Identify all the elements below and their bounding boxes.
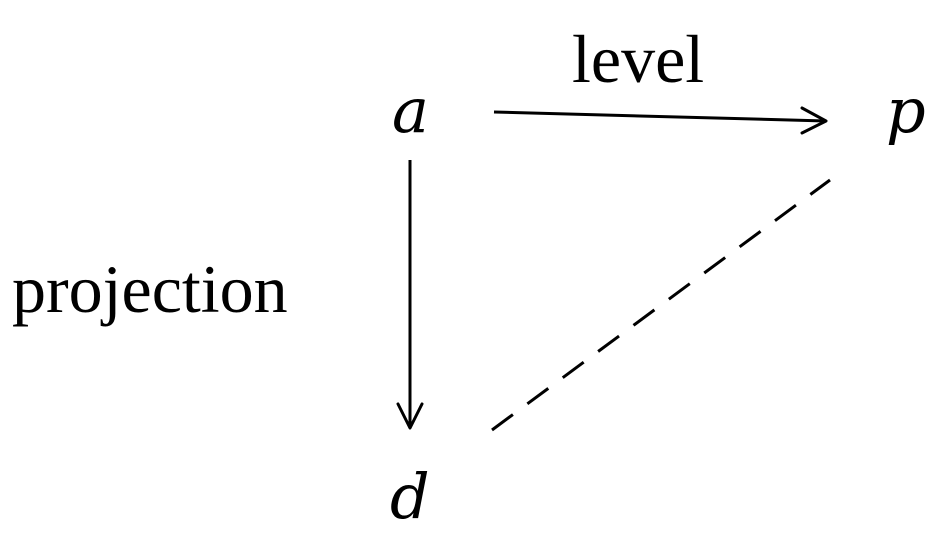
edge-d-to-p-dashed — [491, 178, 831, 432]
edge-a-to-d — [396, 160, 424, 430]
node-p-label: p — [886, 74, 926, 147]
edge-a-to-d-label: projection — [12, 251, 288, 327]
edge-a-to-d-arrowhead — [396, 402, 424, 430]
node-d-label: d — [390, 460, 430, 533]
edge-a-to-p — [493, 106, 828, 135]
edge-a-to-p-label: level — [572, 21, 704, 97]
edge-a-to-p-arrowhead — [800, 106, 828, 135]
edge-a-to-p-line — [493, 110, 827, 123]
node-a-label: a — [392, 74, 429, 147]
